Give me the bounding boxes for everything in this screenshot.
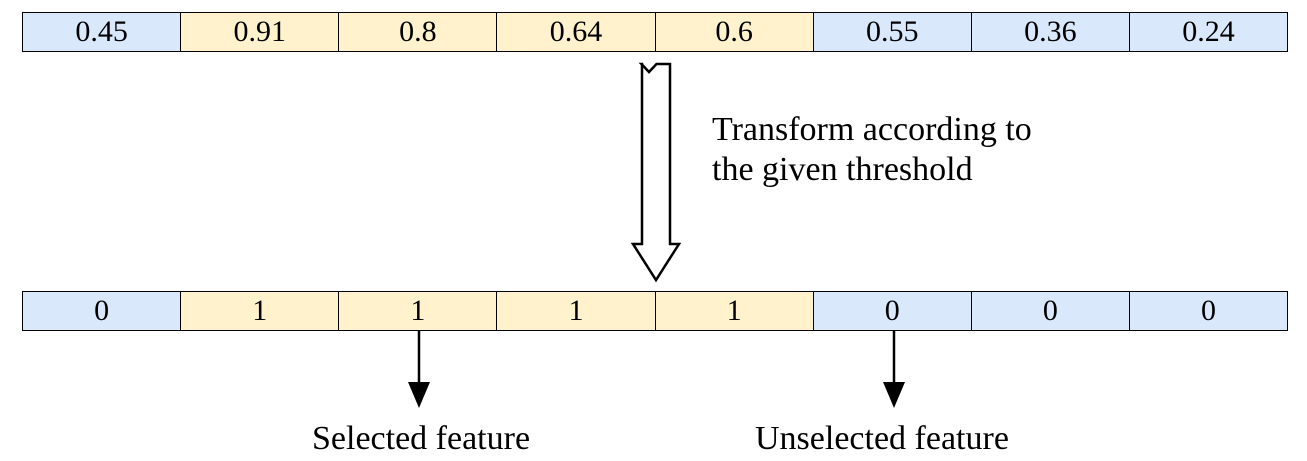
transform-label: Transform according to the given thresho… bbox=[712, 110, 1032, 190]
input-score-cell: 0.36 bbox=[971, 13, 1130, 51]
output-mask-cell: 1 bbox=[181, 292, 340, 330]
unselected-pointer-arrowhead-icon bbox=[883, 382, 905, 408]
input-score-cell: 0.45 bbox=[23, 13, 182, 51]
output-mask-cell: 0 bbox=[971, 292, 1130, 330]
output-mask-cell: 0 bbox=[1129, 292, 1287, 330]
output-mask-cell: 0 bbox=[813, 292, 972, 330]
transform-arrow-icon bbox=[630, 62, 682, 283]
transform-label-line-2: the given threshold bbox=[712, 151, 973, 189]
input-score-cell: 0.8 bbox=[339, 13, 498, 51]
output-mask-cell: 1 bbox=[655, 292, 814, 330]
input-score-cell: 0.6 bbox=[655, 13, 814, 51]
input-score-cell: 0.55 bbox=[813, 13, 972, 51]
input-score-cell: 0.91 bbox=[181, 13, 340, 51]
output-mask-cell: 1 bbox=[339, 292, 498, 330]
input-score-cell: 0.64 bbox=[497, 13, 656, 51]
transform-label-line-1: Transform according to bbox=[712, 111, 1032, 148]
selected-pointer-arrowhead-icon bbox=[408, 382, 430, 408]
input-score-cell: 0.24 bbox=[1129, 13, 1287, 51]
output-mask-cell: 0 bbox=[23, 292, 182, 330]
selected-feature-label: Selected feature bbox=[312, 420, 531, 457]
unselected-feature-label: Unselected feature bbox=[755, 420, 1009, 457]
output-mask-cell: 1 bbox=[497, 292, 656, 330]
